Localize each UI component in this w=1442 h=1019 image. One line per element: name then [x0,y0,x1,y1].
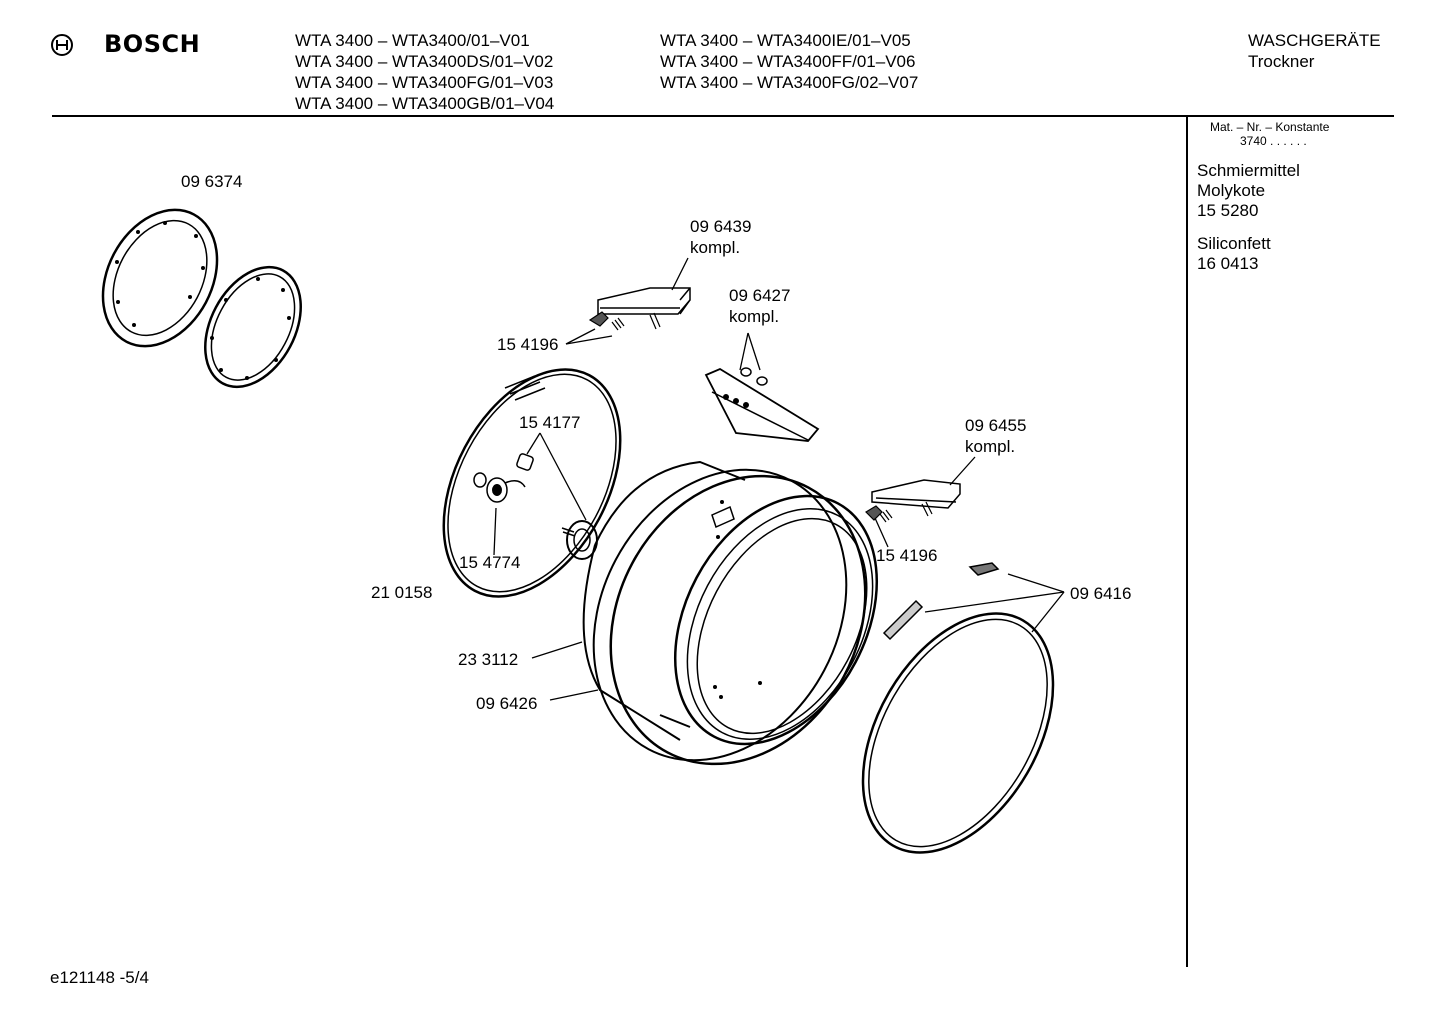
part-number: 09 6427 [729,286,791,305]
lubricant-number: 16 0413 [1197,254,1259,273]
part-number: 09 6439 [690,217,752,236]
mat-nr-value: 3740 . . . . . . [1240,134,1307,148]
lubricant-name: Siliconfett [1197,234,1271,253]
part-label-210158: 21 0158 [371,583,433,602]
part-label-096455: 09 6455 kompl. [965,415,1026,457]
door-seal-ring-inner [204,265,302,389]
lubricant-title: Schmiermittel [1197,161,1300,180]
mat-nr-label: Mat. – Nr. – Konstante [1210,120,1330,134]
model-line: WTA 3400 – WTA3400GB/01–V04 [295,94,555,113]
front-clip-upper [968,562,1000,576]
part-label-096439: 09 6439 kompl. [690,216,751,258]
brand-name: BOSCH [104,30,201,58]
drawing-id: e121148 -5/4 [50,968,149,987]
model-line: WTA 3400 – WTA3400FG/01–V03 [295,73,554,92]
part-number: 09 6455 [965,416,1027,435]
part-note: kompl. [729,307,780,326]
part-label-154196-top: 15 4196 [497,335,559,354]
part-note: kompl. [690,238,741,257]
leader-lines [493,257,1065,701]
lubricant-number: 15 5280 [1197,201,1259,220]
drum-holes [713,500,762,699]
category-block: WASCHGERÄTE Trockner [1248,30,1381,72]
part-label-154196-right: 15 4196 [876,546,938,565]
model-line: WTA 3400 – WTA3400FF/01–V06 [660,52,916,71]
models-left-list: WTA 3400 – WTA3400/01–V01 WTA 3400 – WTA… [295,30,554,114]
model-line: WTA 3400 – WTA3400/01–V01 [295,31,530,50]
drum-seal-ring [592,468,848,762]
category-title: WASCHGERÄTE [1248,31,1381,50]
models-right-list: WTA 3400 – WTA3400IE/01–V05 WTA 3400 – W… [660,30,918,93]
front-ring [861,612,1055,854]
bosch-logo-icon [51,34,73,56]
part-label-096427: 09 6427 kompl. [729,285,790,327]
drum-lifter-right [865,479,961,523]
lubricant-name: Molykote [1197,181,1266,200]
front-clip-lower [882,599,924,641]
part-label-233112: 23 3112 [458,650,519,669]
drum-body [582,460,879,766]
category-subtitle: Trockner [1248,52,1315,71]
door-seal-ring-outer [101,208,219,348]
ring-holes [115,221,291,380]
model-line: WTA 3400 – WTA3400FG/02–V07 [660,73,919,92]
part-label-096374: 09 6374 [181,172,243,191]
model-line: WTA 3400 – WTA3400IE/01–V05 [660,31,911,50]
part-label-096416: 09 6416 [1070,584,1132,603]
rear-wall-bearing-parts [473,453,598,560]
part-label-154774: 15 4774 [459,553,521,572]
part-note: kompl. [965,437,1016,456]
part-label-154177: 15 4177 [519,413,581,432]
drum-lifter-top [588,287,691,331]
rear-drum-wall [442,368,622,598]
lubricant-2: Siliconfett 16 0413 [1197,234,1271,274]
model-line: WTA 3400 – WTA3400DS/01–V02 [295,52,554,71]
rear-wall-slots [504,375,546,401]
lubricant-1: Schmiermittel Molykote 15 5280 [1197,161,1300,221]
part-label-096426: 09 6426 [476,694,538,713]
drum-lifter-middle [704,367,820,442]
